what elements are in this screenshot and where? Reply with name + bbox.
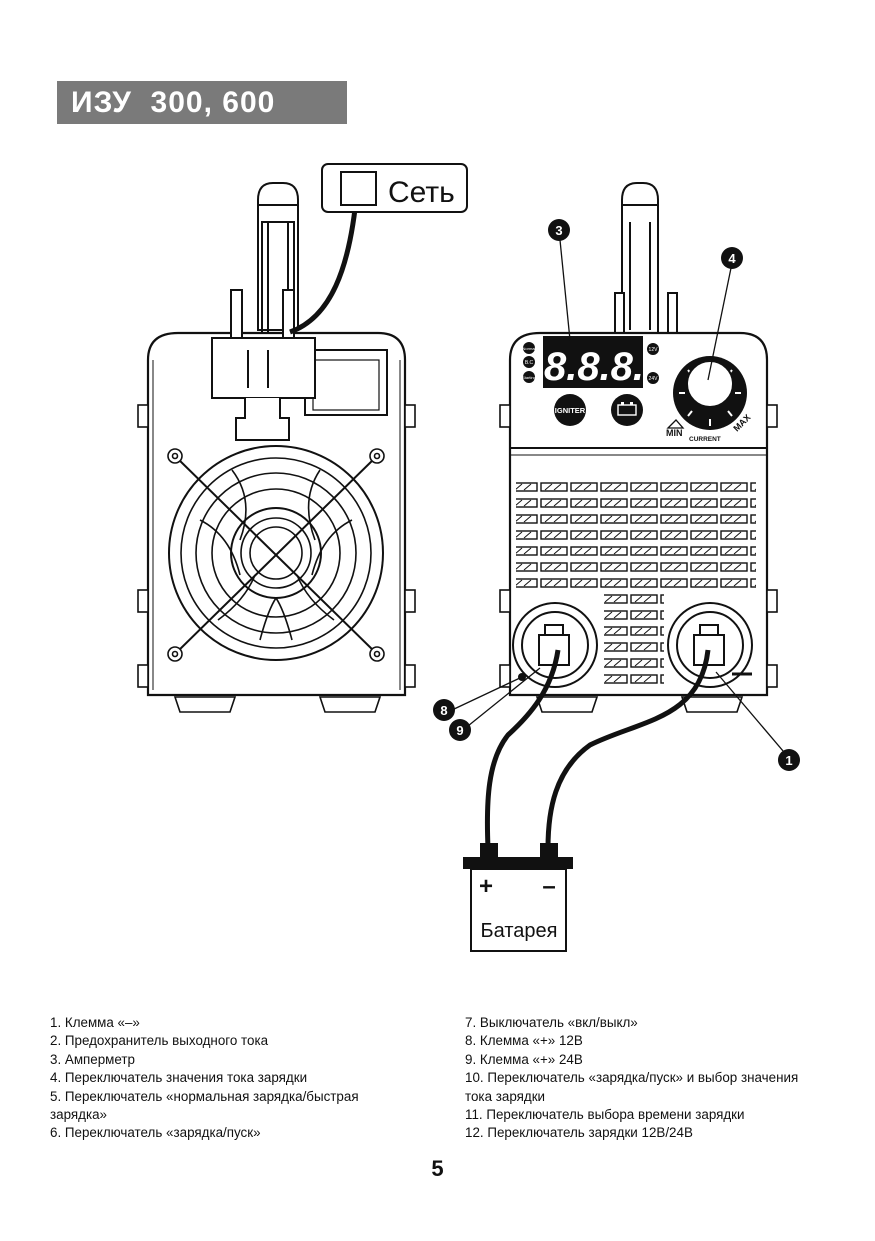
battery-label: Батарея: [481, 920, 558, 942]
legend-item: 12. Переключатель зарядки 12В/24В: [465, 1125, 693, 1141]
legend-item: 2. Предохранитель выходного тока: [50, 1033, 269, 1049]
plus-terminal[interactable]: [512, 602, 598, 688]
page-title: ИЗУ 300, 600: [71, 86, 276, 119]
legend-item: 6. Переключатель «зарядка/пуск»: [50, 1125, 261, 1141]
callout-3: 3: [548, 219, 570, 241]
network-text: Сеть: [388, 176, 455, 209]
page-number: 5: [431, 1156, 444, 1181]
power-plug: [211, 289, 316, 441]
title-bar: ИЗУ 300, 600: [57, 81, 347, 124]
current-knob[interactable]: MIN MAX CURRENT: [666, 356, 753, 443]
callout-leaders: [451, 239, 790, 759]
legend-right: 7. Выключатель «вкл/выкл» 8. Клемма «+» …: [465, 1014, 835, 1143]
callout-1: 1: [778, 749, 800, 771]
charger-diagram: Сеть Normal B.C Starting: [137, 163, 800, 952]
legend-item: 10. Переключатель «зарядка/пуск» и выбор…: [465, 1070, 799, 1104]
battery-plus-sign: +: [479, 873, 493, 900]
battery: + – Батарея: [463, 843, 573, 952]
callout-4: 4: [721, 247, 743, 269]
legend-item: 11. Переключатель выбора времени зарядки: [465, 1107, 745, 1123]
legend-item: 9. Клемма «+» 24В: [465, 1051, 583, 1067]
plus-cable: [484, 649, 561, 849]
ammeter-digits: 8.8.8.: [544, 345, 644, 389]
svg-text:9: 9: [456, 723, 463, 738]
rear-body: [146, 331, 407, 697]
fan: [167, 445, 385, 662]
front-view: Normal B.C Starting 8.8.8. 12V 24V IGNIT…: [499, 182, 778, 713]
legend-item: 7. Выключатель «вкл/выкл»: [465, 1015, 638, 1030]
power-cord: [289, 189, 360, 335]
front-handle: [614, 182, 678, 336]
indicator-24v: 24V: [649, 376, 659, 382]
network-label: Сеть: [321, 163, 468, 213]
legend-left: 1. Клемма «–» 2. Предохранитель выходног…: [50, 1014, 410, 1143]
rear-view: [137, 182, 416, 713]
igniter-label: IGNITER: [555, 406, 586, 415]
legend-item: 4. Переключатель значения тока зарядки: [50, 1070, 308, 1086]
minus-cable: [545, 649, 711, 849]
battery-minus-sign: –: [542, 873, 555, 900]
indicator-starting: Starting: [522, 375, 536, 380]
svg-text:3: 3: [555, 223, 562, 238]
indicator-bc: B.C: [525, 360, 534, 366]
knob-min-label: MIN: [666, 428, 683, 438]
legend-item: 8. Клемма «+» 12В: [465, 1033, 583, 1049]
callout-8: 8: [433, 699, 455, 721]
knob-current-label: CURRENT: [689, 436, 721, 443]
callout-9: 9: [449, 719, 471, 741]
battery-mode-button[interactable]: [611, 394, 643, 426]
vent-grille-lower: [604, 590, 664, 690]
minus-terminal[interactable]: [667, 602, 753, 688]
ammeter-display: 8.8.8.: [543, 336, 644, 389]
legend-item: 1. Клемма «–»: [50, 1015, 140, 1030]
indicator-12v: 12V: [649, 347, 659, 353]
mode-indicators: Normal B.C Starting: [522, 342, 536, 383]
vent-grille: [516, 478, 756, 588]
legend-item: 3. Амперметр: [50, 1051, 135, 1067]
side-bolts: [137, 404, 416, 688]
indicator-normal: Normal: [523, 346, 536, 351]
igniter-button[interactable]: IGNITER: [554, 394, 586, 426]
svg-text:8: 8: [440, 703, 447, 718]
svg-text:1: 1: [785, 753, 792, 768]
svg-text:4: 4: [728, 251, 736, 266]
legend-item: 5. Переключатель «нормальная зарядка/быс…: [50, 1088, 359, 1123]
